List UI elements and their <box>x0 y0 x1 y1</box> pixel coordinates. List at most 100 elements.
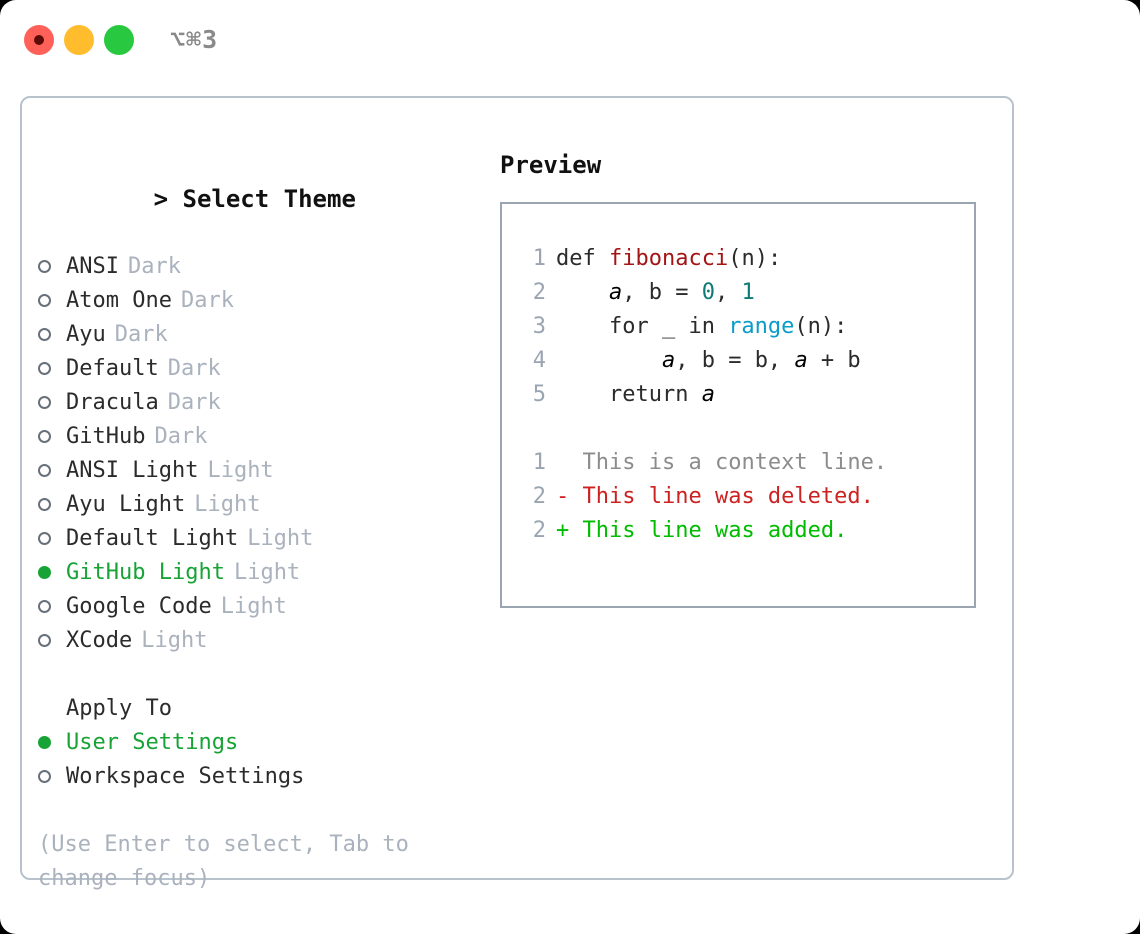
theme-name-label: Google Code <box>66 594 212 619</box>
select-theme-heading: > Select Theme <box>38 148 488 250</box>
diff-line-text: This is a context line. <box>582 450 888 475</box>
radio-marker <box>38 250 66 284</box>
radio-unselected-icon <box>38 497 51 511</box>
theme-list-item[interactable]: Google Code Light <box>38 590 488 624</box>
maximize-window-button[interactable] <box>104 25 134 55</box>
code-token: fibonacci <box>608 246 729 271</box>
close-window-button[interactable] <box>24 25 54 55</box>
theme-list-item[interactable]: Default Light Light <box>38 522 488 556</box>
theme-name-label: GitHub Light <box>66 560 225 585</box>
radio-marker <box>38 726 66 760</box>
theme-list-item[interactable]: Ayu Dark <box>38 318 488 352</box>
radio-unselected-icon <box>38 633 51 647</box>
code-token: for _ in <box>556 314 729 339</box>
code-token <box>556 348 662 373</box>
theme-variant-tag: Dark <box>167 356 221 381</box>
radio-unselected-icon <box>38 531 51 545</box>
theme-list-item[interactable]: ANSI Light Light <box>38 454 488 488</box>
code-token: , b = b, <box>675 348 795 373</box>
code-token: 0 <box>701 280 715 305</box>
apply-to-label: User Settings <box>66 730 239 755</box>
code-token: a <box>794 348 808 373</box>
minimize-window-button[interactable] <box>64 25 94 55</box>
apply-to-label: Workspace Settings <box>66 764 305 789</box>
code-line-content: a, b = 0, 1 <box>556 276 755 310</box>
line-number: 2 <box>532 518 546 543</box>
code-token: return <box>556 382 702 407</box>
theme-variant-tag: Light <box>233 560 301 585</box>
theme-name-label: GitHub <box>66 424 146 449</box>
code-token: a <box>701 382 715 407</box>
theme-variant-tag: Light <box>220 594 287 619</box>
radio-marker <box>38 284 66 318</box>
radio-marker <box>38 318 66 352</box>
code-token: a <box>661 348 676 373</box>
code-token: range <box>728 314 795 339</box>
keyboard-hint-text: (Use Enter to select, Tab to change focu… <box>38 832 409 891</box>
theme-variant-tag: Light <box>247 526 314 551</box>
radio-unselected-icon <box>38 293 51 307</box>
theme-variant-tag: Light <box>207 458 274 483</box>
theme-variant-tag: Dark <box>154 424 208 449</box>
radio-marker <box>38 760 66 794</box>
theme-name-label: ANSI Light <box>66 458 199 483</box>
diff-preview: 1 This is a context line. 2- This line wa… <box>516 446 974 548</box>
code-line: 2 a, b = 0, 1 <box>516 276 974 310</box>
code-token: (n): <box>728 246 782 271</box>
theme-name-label: Default <box>66 356 159 381</box>
radio-marker <box>38 352 66 386</box>
diff-marker: + <box>556 518 583 543</box>
titlebar-shortcut-label: ⌥⌘3 <box>170 25 219 54</box>
theme-variant-tag: Light <box>194 492 261 517</box>
radio-unselected-icon <box>38 463 51 477</box>
theme-name-label: Dracula <box>66 390 159 415</box>
radio-marker <box>38 556 66 590</box>
prompt-caret-icon: > <box>153 185 169 213</box>
diff-marker: - <box>556 484 583 509</box>
radio-selected-icon <box>38 735 51 749</box>
theme-list-item[interactable]: GitHub Dark <box>38 420 488 454</box>
radio-marker <box>38 522 66 556</box>
code-token: (n): <box>794 314 848 339</box>
title-bar: ⌥⌘3 <box>0 0 1140 76</box>
code-token: , b = <box>622 280 702 305</box>
theme-list-item[interactable]: Default Dark <box>38 352 488 386</box>
theme-name-label: Default Light <box>66 526 239 551</box>
theme-name-label: Ayu <box>66 322 106 347</box>
code-line-content: for _ in range(n): <box>556 310 847 344</box>
radio-marker <box>38 454 66 488</box>
diff-line: 2+ This line was added. <box>516 514 974 548</box>
apply-to-option[interactable]: User Settings <box>38 726 488 760</box>
diff-line: 1 This is a context line. <box>516 446 974 480</box>
radio-unselected-icon <box>38 769 51 783</box>
diff-marker <box>556 446 583 480</box>
theme-variant-tag: Dark <box>127 254 181 279</box>
radio-unselected-icon <box>38 599 51 613</box>
radio-unselected-icon <box>38 327 51 341</box>
code-token: 1 <box>741 280 755 305</box>
code-line: 5 return a <box>516 378 974 412</box>
apply-to-option[interactable]: Workspace Settings <box>38 760 488 794</box>
theme-list-item[interactable]: GitHub Light Light <box>38 556 488 590</box>
select-theme-heading-label: Select Theme <box>182 185 356 213</box>
code-token: a <box>608 280 623 305</box>
theme-variant-tag: Dark <box>114 322 168 347</box>
radio-marker <box>38 420 66 454</box>
radio-marker <box>38 386 66 420</box>
theme-name-label: Atom One <box>66 288 172 313</box>
line-number: 1 <box>532 450 546 475</box>
diff-line-text: This line was deleted. <box>582 484 874 509</box>
apply-to-heading: Apply To <box>66 696 172 721</box>
